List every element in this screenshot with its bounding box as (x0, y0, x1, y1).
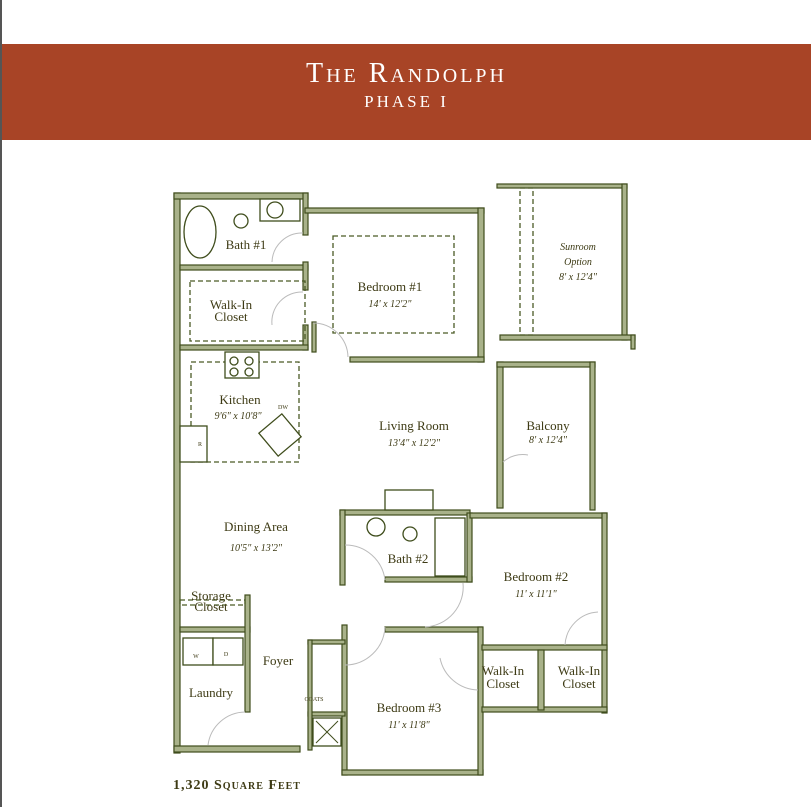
dryer-label: D (224, 652, 229, 658)
dryer-icon (212, 637, 244, 666)
washer-icon (182, 637, 214, 666)
walls (173, 183, 636, 776)
toilet-icon (402, 526, 418, 542)
fireplace-icon (384, 489, 434, 511)
balcony-label: Balcony (526, 418, 570, 433)
kitchen-label: Kitchen (219, 392, 261, 407)
sunroom-label-2: Option (564, 257, 592, 268)
living-room-size: 13'4" x 12'2" (388, 438, 441, 449)
bath1-label: Bath #1 (226, 237, 267, 252)
toilet-icon (233, 213, 249, 229)
walkin2-label-1: Walk-In (482, 663, 525, 678)
bathtub-icon (434, 517, 466, 577)
washer-label: W (193, 654, 199, 660)
bathtub-icon (183, 205, 217, 259)
plan-title: The Randolph (306, 58, 507, 89)
laundry-label: Laundry (189, 685, 234, 700)
fixtures (179, 198, 466, 747)
bedroom2-label: Bedroom #2 (504, 569, 569, 584)
title-banner: The Randolph PHASE I (2, 44, 811, 140)
door-swings (207, 232, 599, 746)
coats-label: COATS (304, 697, 323, 703)
foyer-label: Foyer (263, 653, 294, 668)
refrigerator-icon (179, 425, 208, 463)
dining-size: 10'5" x 13'2" (230, 543, 283, 554)
dashed-outlines (179, 187, 534, 606)
refrigerator-label: R (198, 442, 202, 448)
bedroom3-label: Bedroom #3 (377, 700, 442, 715)
kitchen-sink-icon (257, 412, 303, 458)
living-room-label: Living Room (379, 418, 449, 433)
dishwasher-label: DW (278, 405, 288, 411)
kitchen-size: 9'6" x 10'8" (214, 411, 262, 422)
walkin2-label-2: Closet (486, 676, 520, 691)
balcony-size: 8' x 12'4" (529, 435, 568, 446)
labels: Bath #1 Bedroom #1 14' x 12'2" Walk-In C… (189, 237, 601, 731)
square-footage: 1,320 Square Feet (173, 778, 301, 793)
page-edge (0, 0, 2, 807)
plan-subtitle: PHASE I (364, 92, 449, 111)
sink-icon (366, 517, 386, 537)
bath2-label: Bath #2 (388, 551, 429, 566)
bedroom2-size: 11' x 11'1" (515, 589, 557, 600)
walkin3-label-2: Closet (562, 676, 596, 691)
walkin3-label-1: Walk-In (558, 663, 601, 678)
bedroom1-size: 14' x 12'2" (369, 299, 413, 310)
dining-label: Dining Area (224, 519, 288, 534)
walkin1-label-1: Walk-In (210, 297, 253, 312)
storage-label-1: Storage (191, 588, 231, 603)
sunroom-label-1: Sunroom (560, 242, 596, 253)
walkin1-label-2: Closet (214, 309, 248, 324)
sunroom-size: 8' x 12'4" (559, 272, 598, 283)
storage-label-2: Closet (194, 599, 228, 614)
bedroom1-label: Bedroom #1 (358, 279, 423, 294)
bedroom3-size: 11' x 11'8" (388, 720, 430, 731)
